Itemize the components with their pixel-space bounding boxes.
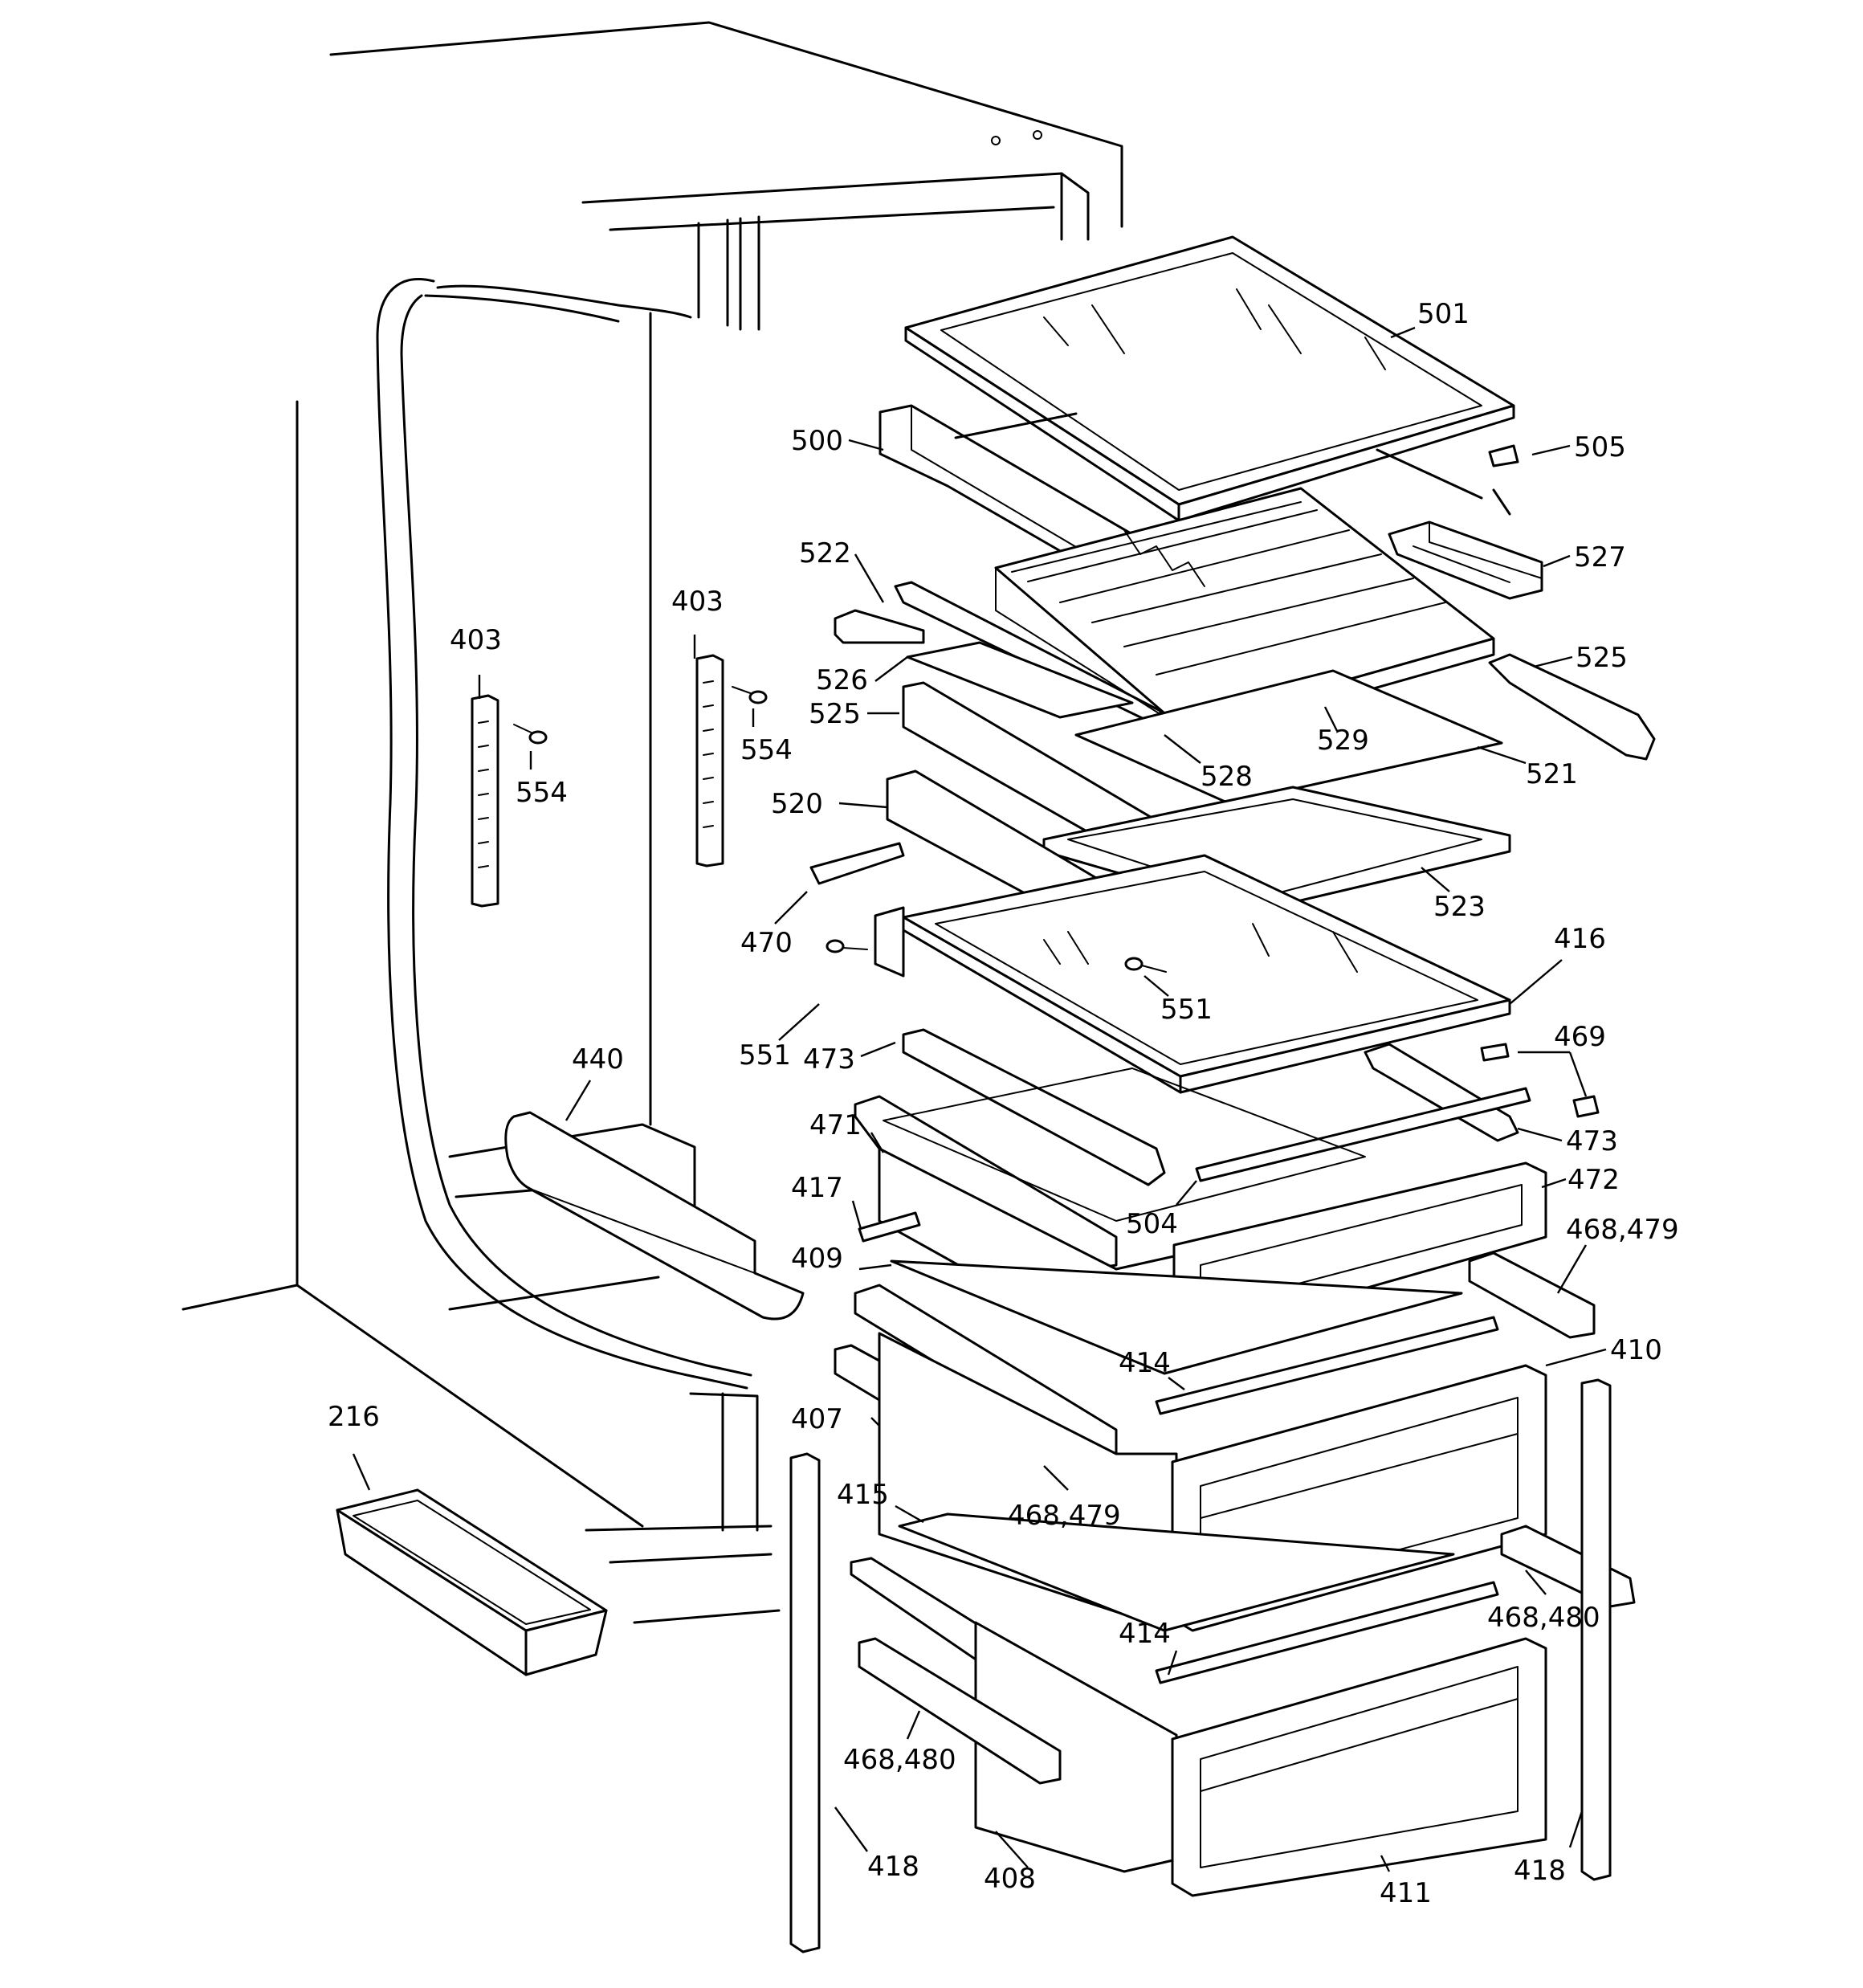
part-216-bin <box>336 1488 608 1676</box>
part-411-drawer <box>850 1557 1547 1897</box>
label-521: 521 <box>1526 758 1578 790</box>
part-440-cover <box>504 1111 805 1321</box>
label-417: 417 <box>791 1172 843 1204</box>
label-468-479-left: 468,479 <box>1008 1500 1121 1532</box>
label-408: 408 <box>984 1863 1036 1895</box>
label-469: 469 <box>1554 1021 1606 1053</box>
part-468-479-slide-right <box>1468 1251 1596 1339</box>
label-501: 501 <box>1417 298 1470 330</box>
label-523: 523 <box>1433 891 1486 923</box>
label-504: 504 <box>1126 1208 1178 1240</box>
label-468-480-left: 468,480 <box>843 1744 956 1776</box>
part-469-clips <box>1480 1043 1600 1118</box>
part-527-bracket <box>1388 520 1543 600</box>
part-418-rail-left <box>789 1452 821 1953</box>
label-525-left: 525 <box>809 698 861 730</box>
label-415: 415 <box>837 1479 889 1511</box>
part-473-rail-right <box>1364 1043 1519 1142</box>
label-522: 522 <box>799 537 851 569</box>
part-417-409 <box>858 1211 1463 1375</box>
part-418-rail-right <box>1580 1378 1612 1881</box>
label-416: 416 <box>1554 923 1606 955</box>
label-473-right: 473 <box>1566 1125 1618 1157</box>
label-472: 472 <box>1567 1164 1620 1196</box>
part-468-480-slide-right <box>1500 1525 1636 1608</box>
part-416-glass-shelf <box>874 854 1511 1094</box>
label-468-479-right: 468,479 <box>1566 1214 1679 1246</box>
part-470-clip <box>809 842 905 885</box>
label-551-right: 551 <box>1160 994 1213 1026</box>
part-468-480-slide-left <box>858 1637 1062 1785</box>
label-551-left: 551 <box>739 1039 791 1072</box>
label-554-right: 554 <box>740 734 793 766</box>
leader-lines <box>352 326 1607 1872</box>
label-527: 527 <box>1574 541 1626 574</box>
label-471: 471 <box>809 1109 862 1141</box>
label-529: 529 <box>1317 725 1369 757</box>
label-409: 409 <box>791 1243 843 1275</box>
label-414-lower: 414 <box>1119 1618 1171 1650</box>
label-414-upper: 414 <box>1119 1347 1171 1379</box>
part-521-panel <box>1074 669 1503 805</box>
label-500: 500 <box>791 425 843 457</box>
label-418-left: 418 <box>867 1851 919 1883</box>
shelf-ladder-left <box>471 694 548 908</box>
label-403-left: 403 <box>450 624 502 656</box>
label-520: 520 <box>771 788 823 820</box>
label-403-right: 403 <box>671 586 724 618</box>
label-418-right: 418 <box>1514 1855 1566 1887</box>
label-525-right: 525 <box>1576 642 1628 674</box>
label-411: 411 <box>1380 1877 1432 1909</box>
part-504-trim <box>1195 1087 1531 1182</box>
part-415-panel <box>898 1512 1455 1632</box>
part-labels: 501 500 505 527 522 526 525 525 528 529 … <box>328 298 1679 1909</box>
label-440: 440 <box>572 1043 624 1076</box>
label-216: 216 <box>328 1401 380 1433</box>
label-554-left: 554 <box>516 777 568 809</box>
part-414-trims <box>1155 1316 1499 1684</box>
part-522-rail <box>834 609 925 644</box>
part-526-panel <box>906 641 1134 719</box>
label-526: 526 <box>816 664 868 696</box>
label-528: 528 <box>1201 761 1253 793</box>
part-525-slide-right <box>1488 653 1656 761</box>
label-468-480-right: 468,480 <box>1487 1602 1600 1634</box>
label-407: 407 <box>791 1403 843 1435</box>
part-473-rail-left <box>902 1028 1166 1186</box>
label-410: 410 <box>1610 1334 1662 1366</box>
label-473-left: 473 <box>803 1043 855 1076</box>
part-501-glass-shelf <box>904 235 1515 522</box>
screws-551 <box>826 939 1167 973</box>
shelf-ladder-right <box>695 654 768 867</box>
label-505: 505 <box>1574 431 1626 463</box>
label-470: 470 <box>740 927 793 959</box>
back-rails <box>954 412 1519 516</box>
